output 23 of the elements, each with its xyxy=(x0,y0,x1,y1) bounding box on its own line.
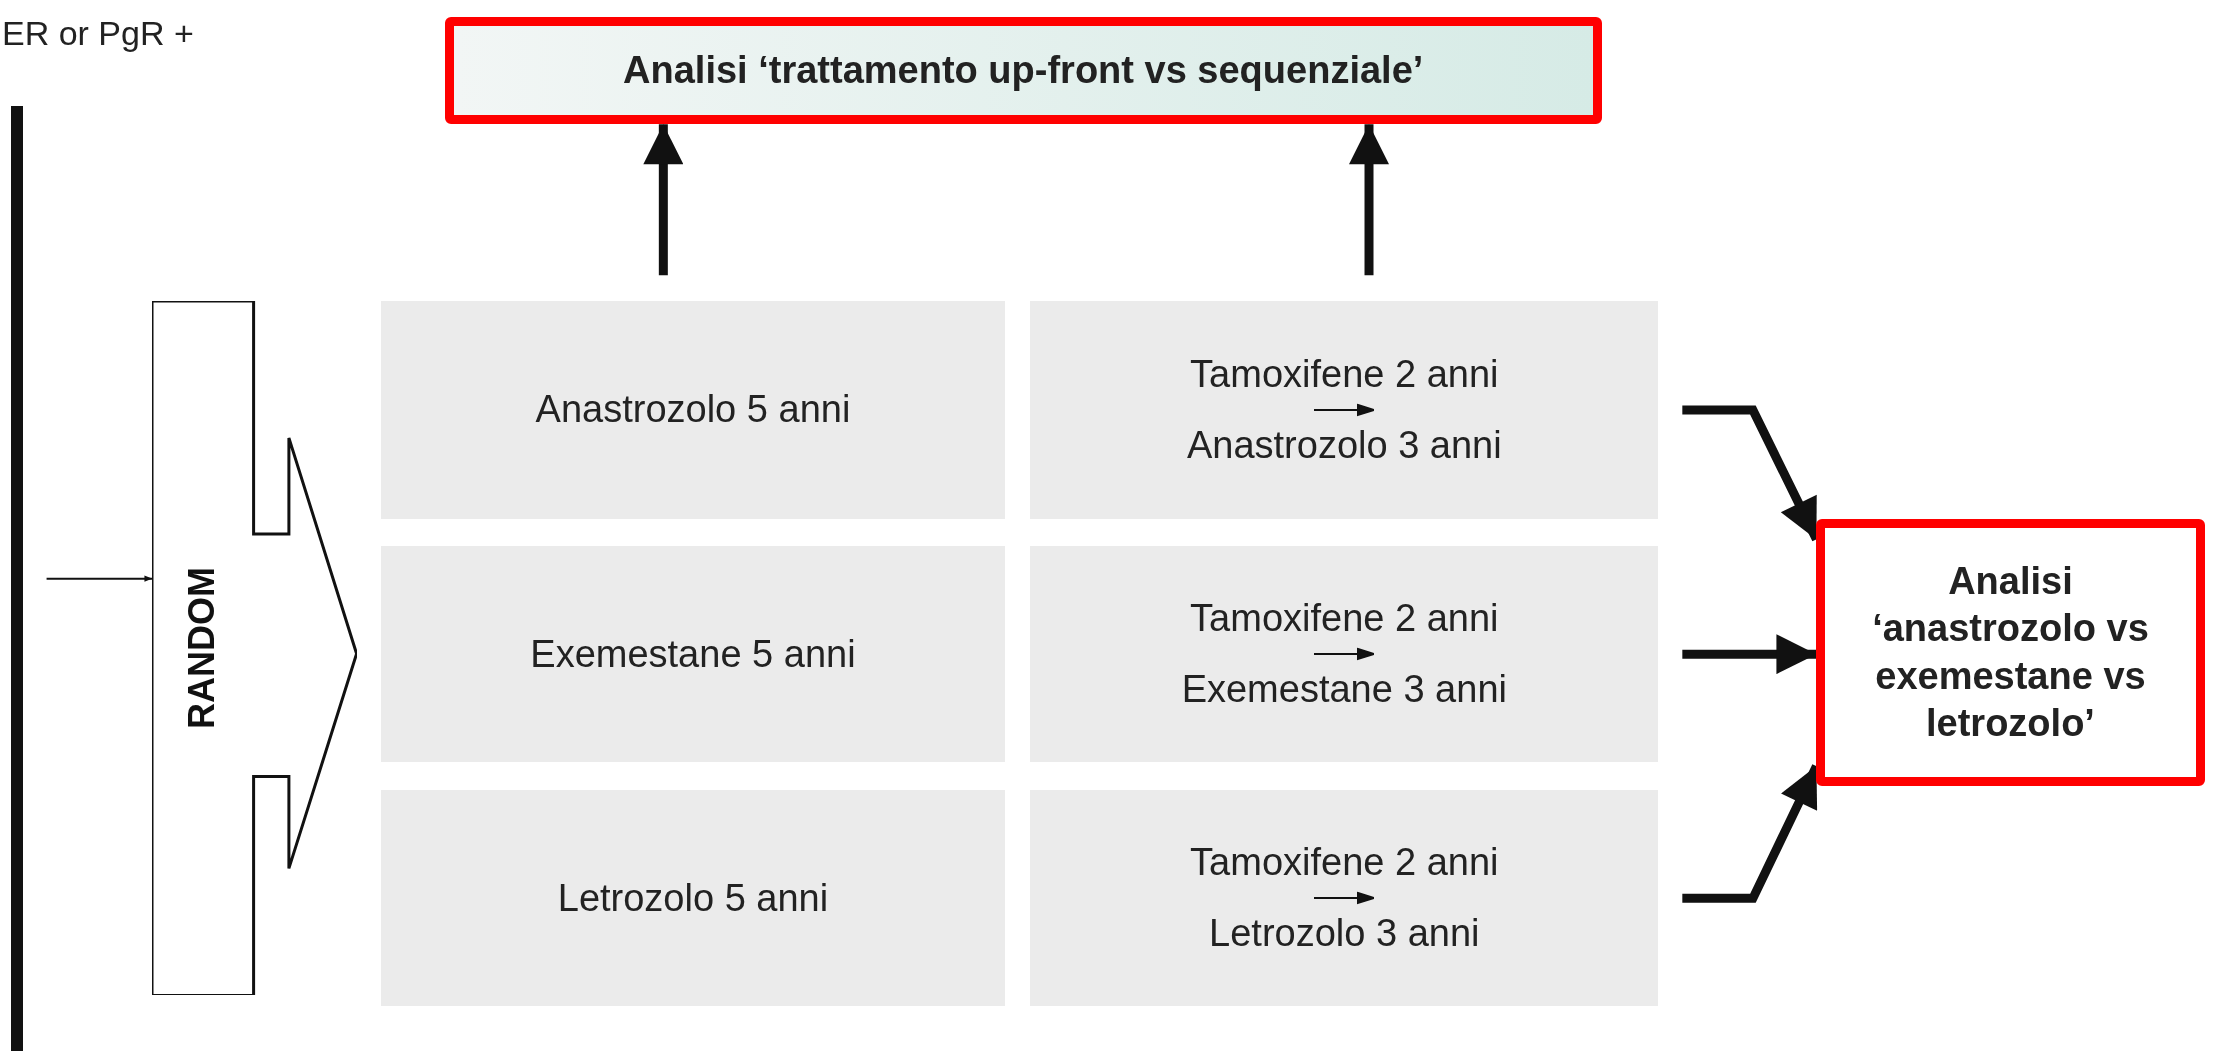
treatment-text: Exemestane 3 anni xyxy=(1181,668,1507,712)
treatment-text: Letrozolo 5 anni xyxy=(557,876,829,920)
treatment-cell xyxy=(1030,546,1659,763)
arrow xyxy=(1682,634,1817,675)
analysis-title: Analisi ‘trattamento up-front vs sequenziale’ xyxy=(622,47,1425,93)
treatment-text: Tamoxifene 2 anni xyxy=(1190,841,1499,885)
arrow xyxy=(643,124,684,276)
treatment-text: Anastrozolo 5 anni xyxy=(535,388,851,432)
treatment-cell xyxy=(1030,790,1659,1007)
treatment-text: Tamoxifene 2 anni xyxy=(1190,597,1499,641)
analysis-box xyxy=(1816,519,2205,787)
random-label: RANDOM xyxy=(180,566,223,729)
analysis-title: Analisi ‘anastrozolo vs exemestane vs letrozolo’ xyxy=(1871,558,2150,747)
treatment-text: Anastrozolo 3 anni xyxy=(1186,424,1502,467)
treatment-cell xyxy=(1030,300,1659,520)
treatment-text: Letrozolo 3 anni xyxy=(1209,912,1480,956)
treatment-text: Exemestane 5 anni xyxy=(530,632,856,676)
analysis-box xyxy=(444,16,1602,125)
vertical-bar xyxy=(11,105,23,1052)
treatment-text: Tamoxifene 2 anni xyxy=(1190,353,1499,396)
random-arrow-block xyxy=(152,300,358,995)
arrow xyxy=(1349,124,1389,276)
group-label: ER or PgR + xyxy=(2,14,194,53)
